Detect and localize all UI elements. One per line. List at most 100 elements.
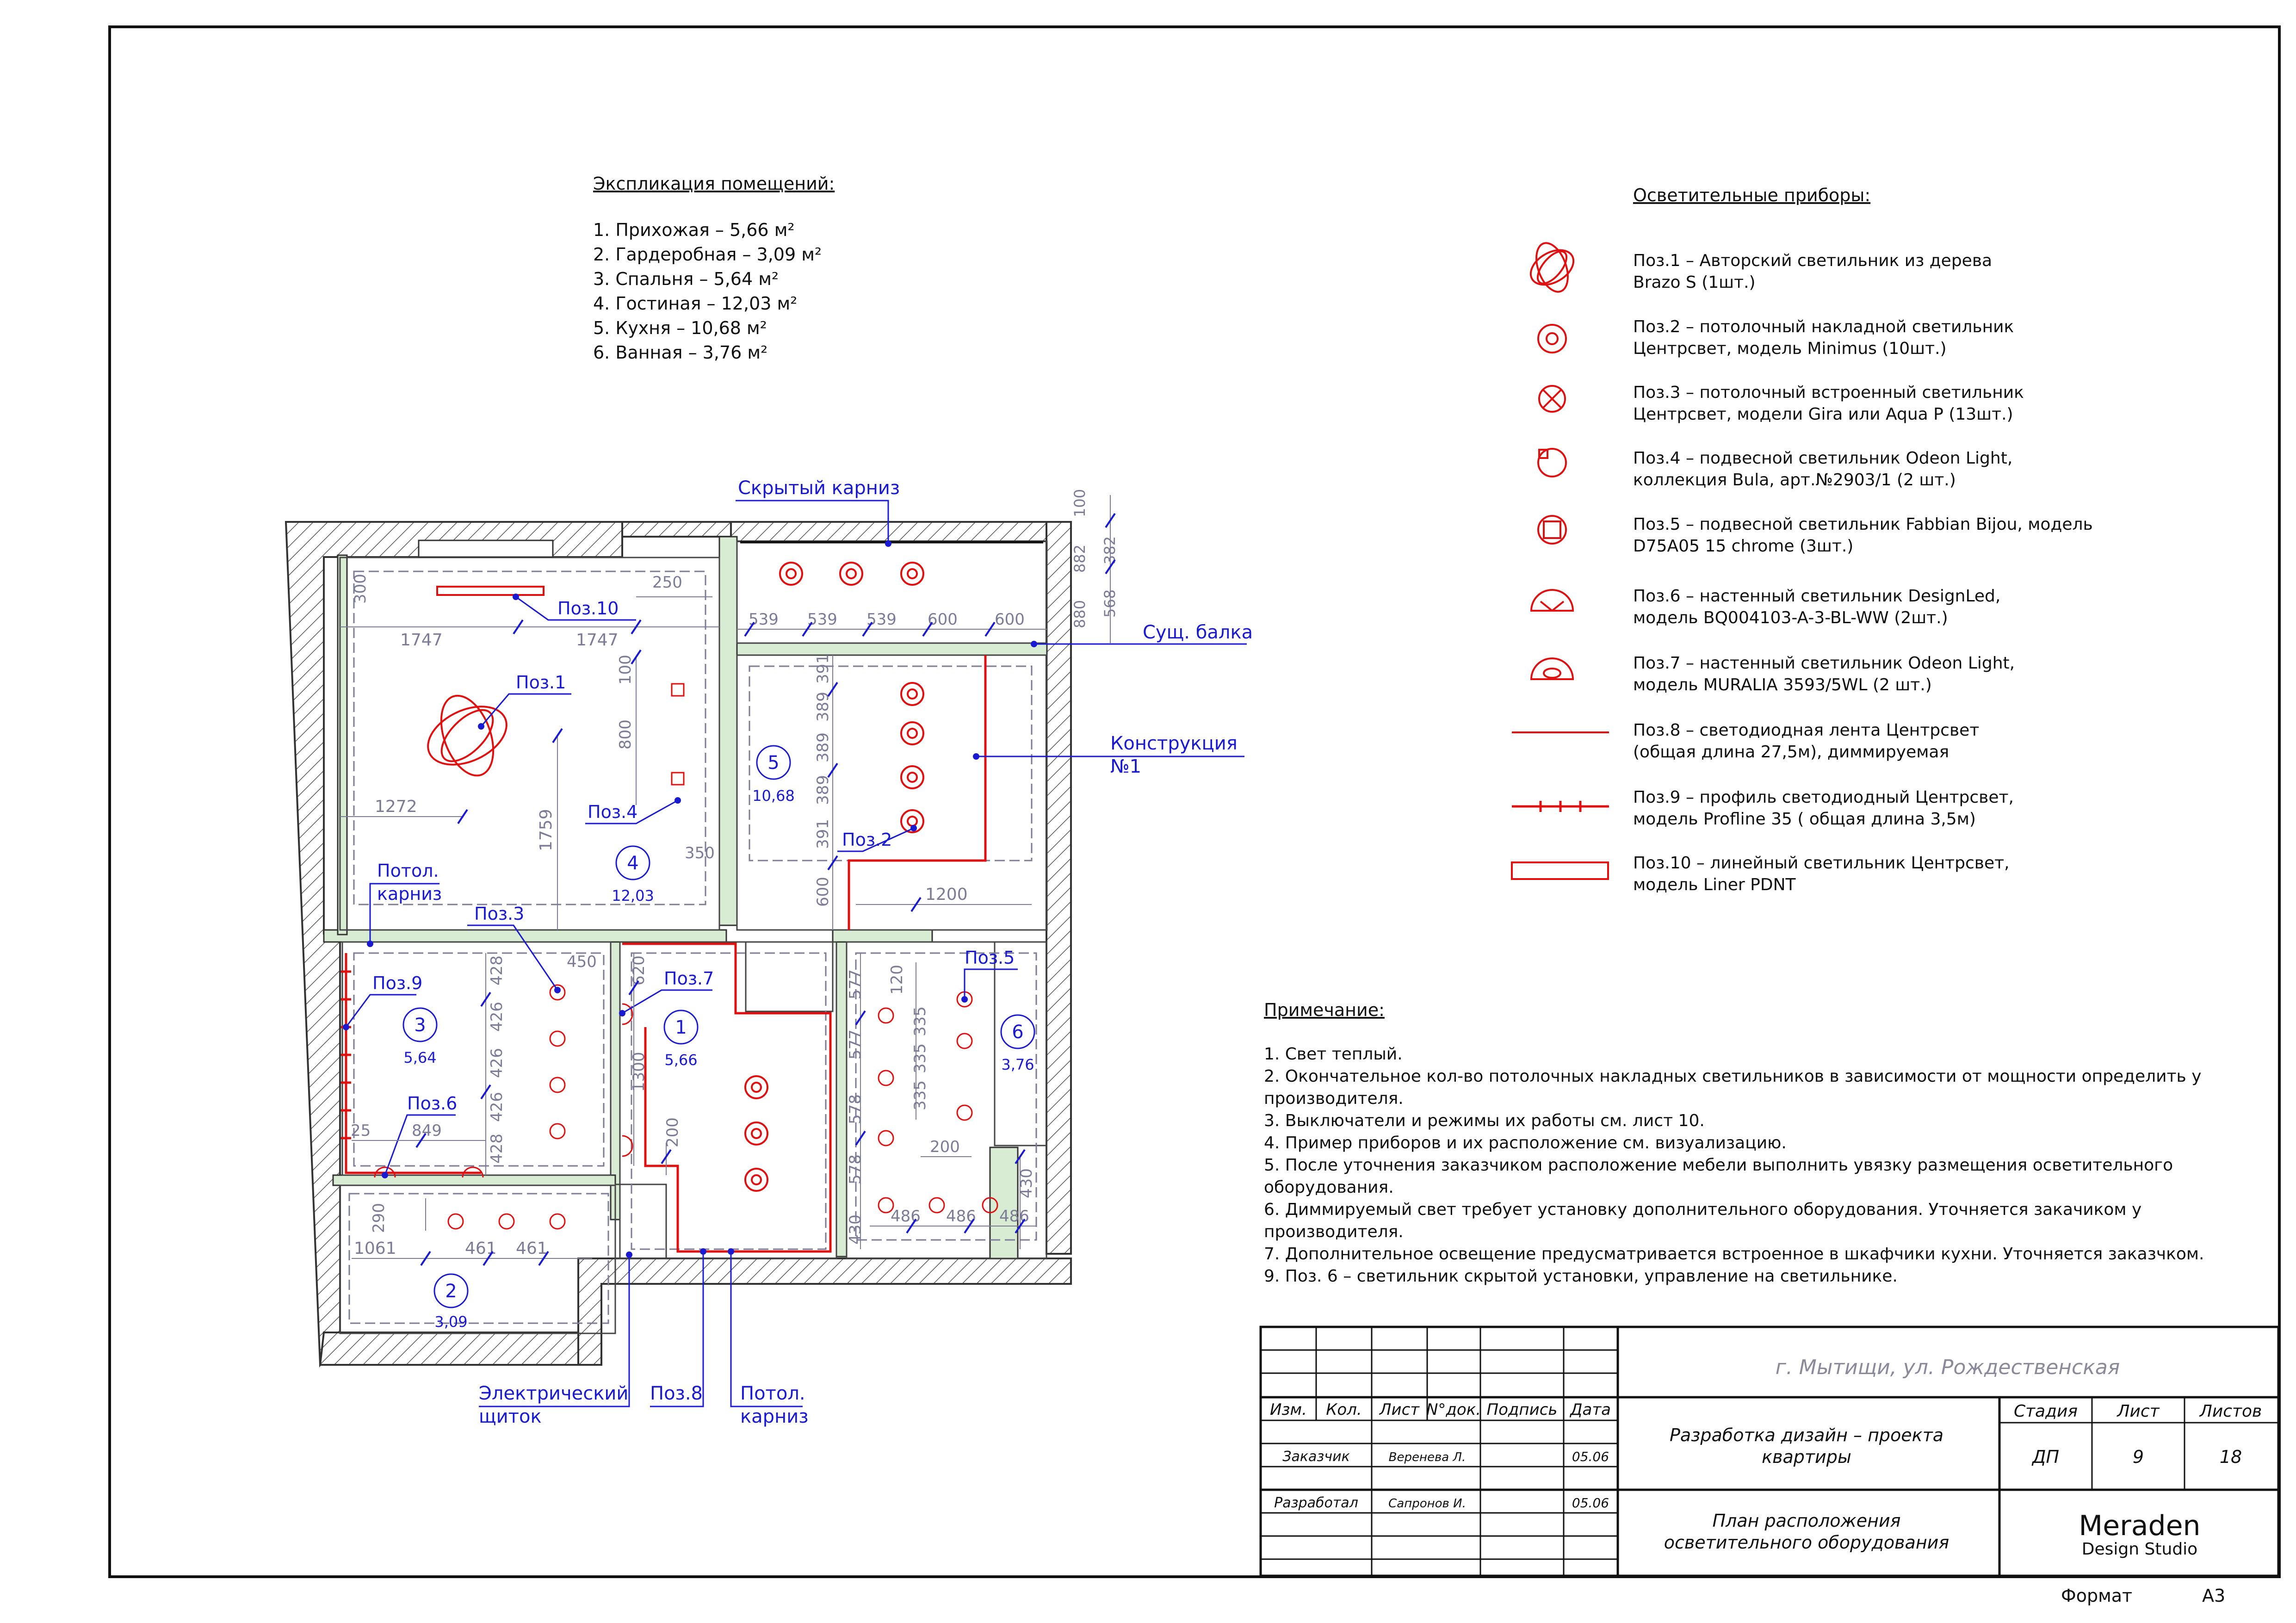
dimension-text: 290 xyxy=(370,1203,388,1233)
header-podpis: Подпись xyxy=(1487,1400,1558,1419)
leader-lines xyxy=(345,500,1247,1407)
explication-item: 6. Ванная – 3,76 м² xyxy=(593,342,767,363)
dimension-text: 391 xyxy=(814,819,832,849)
developer-role: Разработал xyxy=(1274,1495,1358,1511)
sheets-value: 18 xyxy=(2220,1447,2242,1467)
explication-item: 1. Прихожая – 5,66 м² xyxy=(593,220,795,240)
surface-ceiling-light-icon xyxy=(744,562,924,1192)
dimension-text: 389 xyxy=(814,692,832,722)
callout-beam: Сущ. балка xyxy=(1143,622,1253,643)
dimension-text: 1759 xyxy=(537,809,556,851)
dimension-text: 430 xyxy=(846,1214,865,1245)
callout-ceiling-cornice: Потол. xyxy=(377,861,439,881)
note-line: 6. Диммируемый свет требует установку до… xyxy=(1264,1200,2141,1219)
legend-item-line: D75A05 15 chrome (3шт.) xyxy=(1633,537,1853,556)
dimension-text: 428 xyxy=(488,1134,506,1164)
explication-item: 3. Спальня – 5,64 м² xyxy=(593,269,779,289)
dimension-text: 200 xyxy=(930,1138,960,1156)
dimension-text: 486 xyxy=(891,1207,921,1226)
legend-item-line: коллекция Bula, арт.№2903/1 (2 шт.) xyxy=(1633,471,1956,489)
room-tag: 2 3,09 xyxy=(433,1273,469,1331)
dimension-text: 880 xyxy=(1071,600,1089,628)
dimension-values: 300 250 1747 1747 100 800 1272 1759 350 … xyxy=(351,489,1119,1258)
dimension-text: 539 xyxy=(749,610,779,629)
note-line: 4. Пример приборов и их расположение см.… xyxy=(1264,1134,1787,1152)
room-area: 5,64 xyxy=(403,1049,436,1066)
decorative-pendant-icon xyxy=(427,694,507,777)
callout-hidden-cornice: Скрытый карниз xyxy=(738,477,900,499)
room-number: 2 xyxy=(445,1281,457,1302)
note-line: 7. Дополнительное освещение предусматрив… xyxy=(1264,1245,2204,1264)
dimension-text: 849 xyxy=(412,1121,442,1140)
header-data: Дата xyxy=(1569,1400,1611,1419)
explication-item: 2. Гардеробная – 3,09 м² xyxy=(593,244,822,265)
customer-date: 05.06 xyxy=(1572,1449,1609,1464)
room-explication: Экспликация помещений: 1. Прихожая – 5,6… xyxy=(593,173,835,363)
format-value: А3 xyxy=(2202,1586,2225,1606)
callout-poz9: Поз.9 xyxy=(372,973,422,993)
dimension-text: 335 xyxy=(911,1006,929,1036)
sheet-title: План расположения xyxy=(1712,1511,1900,1531)
note-line: 3. Выключатели и режимы их работы см. ли… xyxy=(1264,1111,1705,1130)
sheet-value: 9 xyxy=(2133,1447,2144,1467)
legend-item-line: Поз.3 – потолочный встроенный светильник xyxy=(1633,383,2024,402)
led-strip-runs xyxy=(622,655,987,1253)
room-number: 3 xyxy=(414,1015,426,1036)
dimension-text: 577 xyxy=(846,969,865,999)
leader-dots xyxy=(343,540,1037,1258)
legend-item-line: модель BQ004103-A-3-BL-WW (2шт.) xyxy=(1633,608,1948,627)
recessed-light-icon xyxy=(1538,385,1566,413)
stage-value: ДП xyxy=(2031,1447,2059,1467)
callout-poz6: Поз.6 xyxy=(407,1093,457,1114)
room-tag: 6 3,76 xyxy=(1000,1014,1035,1073)
callout-bottom-cornice: карниз xyxy=(740,1406,808,1427)
surface-ceiling-light-icon xyxy=(1537,324,1567,353)
dimension-lines xyxy=(340,495,1111,1259)
note-line: 5. После уточнения заказчиком расположен… xyxy=(1264,1156,2173,1175)
linear-light-icon xyxy=(1511,861,1609,880)
callout-bottom-cornice: Потол. xyxy=(740,1383,805,1404)
dimension-text: 428 xyxy=(488,955,506,985)
dimension-text: 300 xyxy=(351,574,370,604)
explication-title: Экспликация помещений: xyxy=(593,173,835,194)
sheet-frame xyxy=(108,25,2281,1578)
project-address: г. Мытищи, ул. Рождественская xyxy=(1776,1356,2120,1379)
callout-construction: Конструкция xyxy=(1110,733,1238,754)
room-area: 3,09 xyxy=(434,1313,467,1331)
legend-item-line: Центрсвет, модель Minimus (10шт.) xyxy=(1633,339,1947,358)
legend-item-line: Поз.1 – Авторский светильник из дерева xyxy=(1633,251,1992,270)
room-area: 10,68 xyxy=(752,787,795,805)
title-block: г. Мытищи, ул. Рождественская Изм. Кол. … xyxy=(1259,1326,2280,1577)
studio-subtitle: Design Studio xyxy=(2082,1540,2197,1559)
callout-construction-num: №1 xyxy=(1110,756,1141,777)
dimension-text: 250 xyxy=(652,573,682,592)
dimension-text: 461 xyxy=(516,1239,548,1258)
floor-plan: 1 5,66 2 3,09 3 5,64 4 12,03 5 10,68 6 3… xyxy=(285,477,1253,1427)
dimension-text: 335 xyxy=(911,1080,929,1110)
callout-electrical-panel: Электрический xyxy=(479,1383,628,1404)
dimension-text: 389 xyxy=(814,775,832,805)
callout-poz10: Поз.10 xyxy=(557,598,619,619)
dimension-text: 1747 xyxy=(400,631,443,650)
explication-item: 5. Кухня – 10,68 м² xyxy=(593,318,767,338)
dimension-text: 461 xyxy=(465,1239,497,1258)
project-name: Разработка дизайн – проекта xyxy=(1670,1425,1943,1445)
legend-title: Осветительные приборы: xyxy=(1633,185,1870,205)
callout-poz2: Поз.2 xyxy=(842,830,892,850)
callout-poz3: Поз.3 xyxy=(474,904,524,924)
legend-item-line: (общая длина 27,5м), диммируемая xyxy=(1633,743,1949,762)
sheet-title: осветительного оборудования xyxy=(1664,1532,1949,1553)
room-number: 6 xyxy=(1012,1022,1023,1043)
wall-light-muralia-icon xyxy=(1530,657,1574,680)
dimension-text: 568 xyxy=(1101,589,1119,618)
note-line: 9. Поз. 6 – светильник скрытой установки… xyxy=(1264,1267,1898,1286)
studio-logo: Meraden xyxy=(2079,1510,2200,1542)
dimension-text: 578 xyxy=(846,1154,865,1184)
dimension-text: 389 xyxy=(814,732,832,762)
developer-date: 05.06 xyxy=(1572,1495,1609,1511)
dimension-text: 600 xyxy=(814,877,832,907)
pendant-bijou-icon xyxy=(956,991,973,1121)
note-line: оборудования. xyxy=(1264,1178,1394,1197)
legend-item-line: Поз.6 – настенный светильник DesignLed, xyxy=(1633,587,2000,606)
customer-name: Веренева Л. xyxy=(1389,1450,1466,1464)
